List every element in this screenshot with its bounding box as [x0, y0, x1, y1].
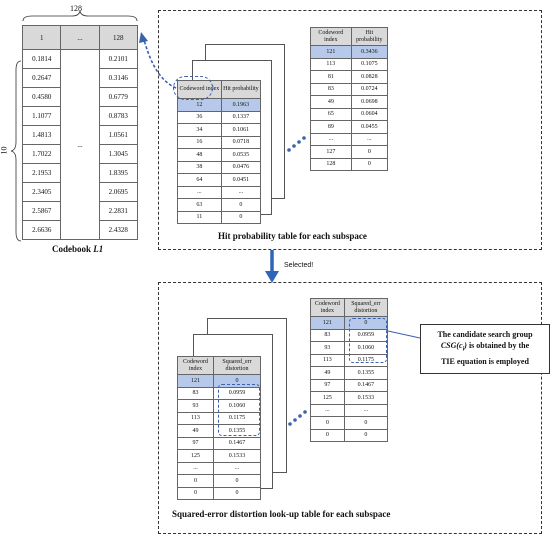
codebook-to-hit-arrowhead	[139, 32, 148, 43]
header-cell: Codeword index	[310, 27, 352, 46]
table-row: ......	[177, 185, 262, 199]
header-cell: Squared_err distortion	[213, 356, 261, 375]
codebook-cell: 2.4328	[98, 220, 139, 240]
codebook-top-label: 128	[70, 4, 82, 13]
candidate-search-note: The candidate search group CSG(ci) is ob…	[420, 324, 550, 374]
table-cell: 0.0476	[220, 160, 262, 174]
table-row: ......	[310, 403, 389, 417]
table-cell: 0	[343, 316, 389, 330]
table-cell: 93	[176, 399, 215, 413]
sq-dots	[288, 410, 307, 426]
table-cell: 121	[310, 316, 345, 330]
squared-error-panel	[158, 282, 542, 534]
hit-dots	[287, 136, 306, 152]
hit-probability-panel	[158, 10, 542, 250]
table-cell: 128	[310, 157, 352, 171]
table-cell: 0	[176, 486, 215, 500]
codebook-cell: 2.6636	[21, 220, 62, 240]
table-cell: 0	[213, 486, 261, 500]
table-row: ......	[176, 461, 261, 475]
table-cell: 0.1963	[220, 98, 262, 112]
selected-label: Selected!	[284, 262, 314, 269]
codebook-cell: 0.2101	[98, 49, 139, 69]
codebook-cell: 1.8395	[98, 163, 139, 183]
sq-back-candidate-group	[349, 318, 387, 363]
header-cell: Hit probability	[220, 80, 262, 99]
codebook-cell: 2.3405	[21, 182, 62, 202]
table-cell: 0	[350, 157, 389, 171]
hit-probability-caption: Hit probability table for each subspace	[218, 231, 367, 241]
codebook-row: 2.6636 2.4328	[21, 220, 139, 240]
codebook-cell: 1.0561	[98, 125, 139, 145]
hit-codeword-index-highlight	[173, 76, 213, 100]
codebook-header-cell: 1	[21, 25, 62, 50]
selected-arrow	[265, 250, 279, 283]
codebook-row: 0.1814...0.2101	[21, 49, 139, 240]
sq-front-candidate-group	[218, 384, 260, 436]
squared-error-caption: Squared-error distortion look-up table f…	[172, 509, 391, 519]
note-line-2: CSG(ci) is obtained by the	[440, 341, 530, 353]
header-cell: Hit probability	[350, 27, 389, 46]
header-cell: Codeword index	[176, 356, 215, 375]
codebook-side-brace	[10, 60, 22, 242]
table-cell: 0	[220, 210, 262, 224]
note-line-1: The candidate search group	[437, 330, 533, 339]
codebook-top-brace	[22, 10, 138, 22]
note-line-3: TIE equation is employed	[441, 356, 529, 366]
codebook-cell: 0.4580	[21, 87, 62, 107]
table-cell: 121	[310, 45, 352, 59]
note-connector	[387, 330, 421, 339]
header-cell: Codeword index	[310, 298, 345, 317]
codebook-caption: Codebook L1	[52, 244, 103, 254]
codebook-caption-var: L1	[93, 244, 104, 254]
codebook-to-hit-arrow	[143, 39, 177, 89]
codebook-cell: 1.3045	[98, 144, 139, 164]
table-row: ......	[310, 132, 389, 146]
header-cell: Squared_err distortion	[343, 298, 389, 317]
note-csg: CSG(ci)	[440, 341, 467, 353]
table-cell: 0	[343, 428, 389, 442]
codebook-mid-cell: ...	[60, 49, 100, 240]
codebook-caption-prefix: Codebook	[52, 244, 92, 254]
table-cell: 83	[176, 386, 215, 400]
table-cell: 0.3436	[350, 45, 389, 59]
